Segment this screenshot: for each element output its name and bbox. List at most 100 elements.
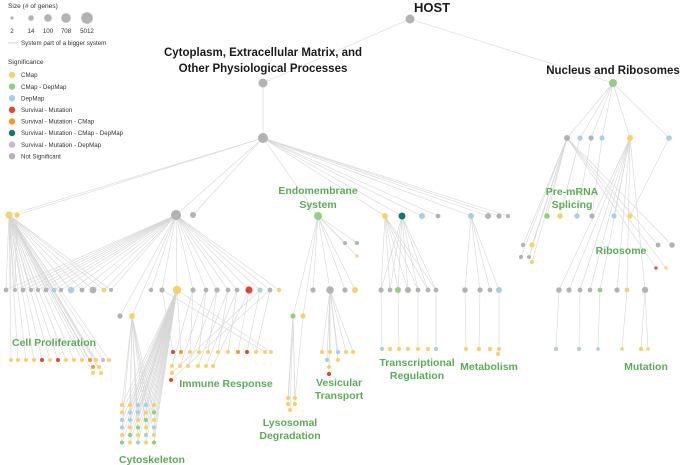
system-node: [433, 287, 439, 293]
hierarchy-edge: [464, 215, 472, 291]
hierarchy-edge: [121, 289, 178, 413]
hierarchy-edge: [175, 214, 207, 291]
label-endomembrane-line2: System: [299, 199, 336, 211]
system-node: [236, 350, 240, 354]
hierarchy-edge: [8, 214, 110, 361]
hierarchy-edge: [312, 215, 319, 291]
system-node: [654, 266, 658, 270]
label-ribosome: Ribosome: [596, 245, 647, 257]
hierarchy-edge: [171, 289, 194, 367]
hierarchy-edge: [175, 214, 271, 291]
system-node: [609, 79, 617, 87]
system-node: [51, 287, 57, 293]
hierarchy-edge: [137, 289, 178, 436]
hierarchy-edge: [153, 289, 178, 443]
hierarchy-edge: [287, 315, 294, 399]
legend-size-label-5: 5012: [80, 28, 94, 35]
hierarchy-edge: [470, 215, 491, 291]
hierarchy-edge: [640, 289, 646, 350]
hierarchy-edge: [121, 315, 133, 406]
system-node: [159, 287, 165, 293]
system-node: [14, 212, 20, 218]
hierarchy-edge: [262, 18, 411, 84]
hierarchy-edge: [16, 137, 264, 216]
hierarchy-edge: [321, 289, 331, 353]
hierarchy-edge: [8, 214, 43, 361]
hierarchy-edge: [566, 82, 614, 139]
hierarchy-edge: [597, 289, 601, 350]
system-node: [487, 346, 493, 352]
system-node: [267, 287, 273, 293]
hierarchy-edge: [401, 215, 409, 291]
system-node: [135, 417, 141, 423]
system-node: [151, 425, 157, 430]
system-node: [627, 213, 633, 219]
system-node: [433, 346, 439, 352]
system-node: [143, 432, 149, 438]
hierarchy-edge: [8, 214, 51, 361]
system-node: [669, 242, 675, 248]
system-node: [190, 287, 196, 293]
hierarchy-edge: [401, 215, 437, 291]
hierarchy-edge: [246, 289, 261, 353]
hierarchy-edge: [207, 289, 218, 353]
system-node: [529, 242, 535, 248]
system-node: [596, 347, 600, 351]
system-node: [127, 440, 133, 445]
hierarchy-edge: [558, 137, 631, 291]
system-node: [97, 365, 101, 369]
hierarchy-edge: [14, 214, 177, 291]
system-node: [405, 287, 411, 293]
hierarchy-edge: [8, 214, 27, 361]
hierarchy-edge: [629, 137, 646, 291]
hierarchy-edge: [131, 315, 147, 406]
system-node: [43, 287, 49, 293]
hierarchy-edge: [30, 214, 177, 291]
system-node: [258, 78, 268, 88]
system-node: [203, 287, 209, 293]
hierarchy-edge: [217, 289, 229, 353]
hierarchy-edge: [110, 214, 177, 291]
label-cytoskeleton: Cytoskeleton: [119, 454, 185, 465]
hierarchy-edge: [131, 315, 147, 428]
system-node: [171, 350, 175, 354]
hierarchy-edge: [121, 289, 178, 421]
hierarchy-edge: [612, 82, 670, 139]
system-node: [72, 358, 76, 362]
hierarchy-edge: [326, 289, 331, 361]
label-endomembrane-line1: Endomembrane: [278, 185, 358, 197]
legend-size-label-4: 708: [61, 28, 72, 35]
system-node: [172, 285, 182, 295]
hierarchy-edge: [389, 215, 403, 291]
system-node: [556, 287, 562, 293]
hierarchy-edge: [589, 137, 631, 291]
system-node: [119, 440, 125, 445]
hierarchy-edge: [8, 214, 105, 291]
system-node: [119, 425, 125, 430]
hierarchy-edge: [175, 137, 264, 216]
hierarchy-edge: [60, 214, 177, 291]
legend-size-label-2: 14: [28, 28, 35, 35]
system-node: [577, 135, 583, 141]
system-node: [463, 346, 469, 352]
legend-size-dot-2: [28, 15, 34, 21]
hierarchy-edge: [103, 214, 177, 291]
system-node: [395, 287, 401, 293]
system-node: [91, 371, 95, 375]
system-node: [638, 346, 644, 352]
hierarchy-edge: [179, 289, 207, 367]
hierarchy-edge: [384, 215, 409, 291]
system-node: [566, 287, 572, 293]
hierarchy-edge: [616, 137, 631, 291]
system-node: [190, 212, 196, 218]
legend-item-label: Survival - Mutation - CMap: [21, 119, 95, 126]
hierarchy-edge: [8, 214, 35, 361]
node-layer: [3, 14, 675, 445]
hierarchy-edge: [262, 137, 403, 217]
system-node: [151, 410, 157, 415]
system-node: [204, 364, 208, 368]
system-node: [32, 358, 36, 362]
system-node: [564, 135, 570, 141]
